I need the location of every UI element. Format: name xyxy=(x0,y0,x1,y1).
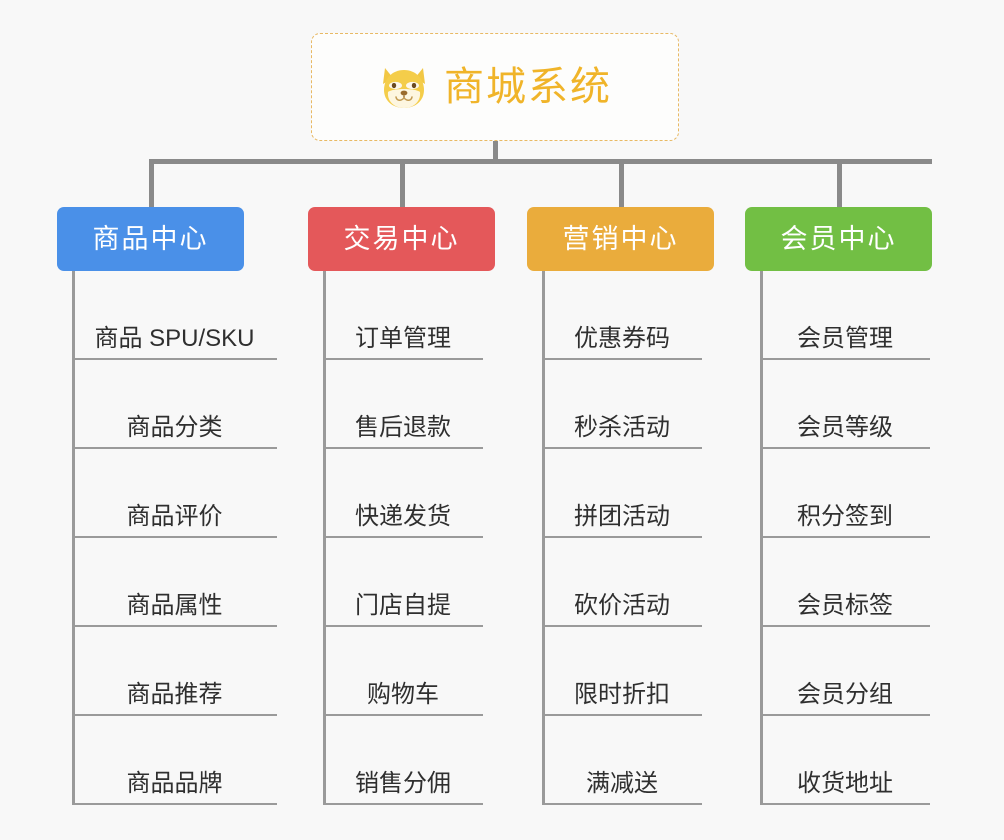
leaf-item-label: 会员分组 xyxy=(797,680,893,708)
leaf-item[interactable]: 售后退款 xyxy=(323,360,483,449)
category-label: 商品中心 xyxy=(92,223,209,254)
leaf-item[interactable]: 会员标签 xyxy=(760,538,930,627)
leaf-item[interactable]: 积分签到 xyxy=(760,449,930,538)
shiba-dog-face-icon xyxy=(383,68,425,108)
leaf-item[interactable]: 商品分类 xyxy=(72,360,277,449)
leaf-item[interactable]: 购物车 xyxy=(323,627,483,716)
leaf-item-label: 会员等级 xyxy=(797,413,893,441)
leaf-item-label: 订单管理 xyxy=(355,324,451,352)
category-label: 交易中心 xyxy=(343,223,460,254)
leaf-item[interactable]: 商品 SPU/SKU xyxy=(72,271,277,360)
category-header-1[interactable]: 交易中心 xyxy=(308,207,495,271)
leaf-item[interactable]: 商品属性 xyxy=(72,538,277,627)
category-column-1: 交易中心订单管理售后退款快递发货门店自提购物车销售分佣 xyxy=(308,207,495,805)
leaf-item[interactable]: 会员等级 xyxy=(760,360,930,449)
category-header-0[interactable]: 商品中心 xyxy=(57,207,244,271)
leaf-item[interactable]: 快递发货 xyxy=(323,449,483,538)
connector-drop-1 xyxy=(400,159,405,209)
leaf-item-label: 售后退款 xyxy=(355,413,451,441)
leaf-item-label: 会员管理 xyxy=(797,324,893,352)
category-column-3: 会员中心会员管理会员等级积分签到会员标签会员分组收货地址 xyxy=(745,207,932,805)
leaf-item-label: 门店自提 xyxy=(355,591,451,619)
leaf-list-2: 优惠券码秒杀活动拼团活动砍价活动限时折扣满减送 xyxy=(542,271,702,805)
connector-horizontal-bus xyxy=(150,159,932,164)
leaf-item[interactable]: 会员分组 xyxy=(760,627,930,716)
root-node[interactable]: 商城系统 xyxy=(311,33,679,141)
leaf-item[interactable]: 收货地址 xyxy=(760,716,930,805)
leaf-item[interactable]: 商品评价 xyxy=(72,449,277,538)
leaf-item-label: 商品品牌 xyxy=(126,769,223,797)
leaf-item[interactable]: 砍价活动 xyxy=(542,538,702,627)
category-trunk-line-3 xyxy=(760,271,763,805)
leaf-item-label: 购物车 xyxy=(367,680,439,708)
category-column-0: 商品中心商品 SPU/SKU 商品分类商品评价商品属性商品推荐商品品牌 xyxy=(57,207,277,805)
leaf-item[interactable]: 销售分佣 xyxy=(323,716,483,805)
leaf-item-label: 砍价活动 xyxy=(574,591,670,619)
connector-root-stem xyxy=(493,141,498,162)
category-trunk-line-0 xyxy=(72,271,75,805)
connector-drop-0 xyxy=(149,159,154,209)
leaf-item[interactable]: 秒杀活动 xyxy=(542,360,702,449)
leaf-list-3: 会员管理会员等级积分签到会员标签会员分组收货地址 xyxy=(760,271,930,805)
leaf-item-label: 满减送 xyxy=(586,769,658,797)
leaf-item[interactable]: 会员管理 xyxy=(760,271,930,360)
category-label: 营销中心 xyxy=(562,223,679,254)
leaf-item-label: 优惠券码 xyxy=(574,324,670,352)
connector-drop-3 xyxy=(837,159,842,209)
category-header-3[interactable]: 会员中心 xyxy=(745,207,932,271)
category-column-2: 营销中心优惠券码秒杀活动拼团活动砍价活动限时折扣满减送 xyxy=(527,207,714,805)
leaf-item-label: 拼团活动 xyxy=(574,502,670,530)
connector-drop-2 xyxy=(619,159,624,209)
leaf-item[interactable]: 商品品牌 xyxy=(72,716,277,805)
leaf-item-label: 会员标签 xyxy=(797,591,893,619)
leaf-item[interactable]: 满减送 xyxy=(542,716,702,805)
leaf-item-label: 商品 SPU/SKU xyxy=(94,324,255,352)
root-title: 商城系统 xyxy=(444,65,612,109)
category-trunk-line-2 xyxy=(542,271,545,805)
leaf-item-label: 限时折扣 xyxy=(574,680,670,708)
leaf-item-label: 商品属性 xyxy=(126,591,223,619)
leaf-item-label: 快递发货 xyxy=(355,502,451,530)
category-header-2[interactable]: 营销中心 xyxy=(527,207,714,271)
leaf-item[interactable]: 优惠券码 xyxy=(542,271,702,360)
leaf-item[interactable]: 门店自提 xyxy=(323,538,483,627)
leaf-item-label: 秒杀活动 xyxy=(574,413,670,441)
category-label: 会员中心 xyxy=(780,223,897,254)
category-trunk-line-1 xyxy=(323,271,326,805)
leaf-item-label: 商品分类 xyxy=(126,413,223,441)
leaf-item-label: 积分签到 xyxy=(797,502,893,530)
leaf-item-label: 商品评价 xyxy=(126,502,223,530)
leaf-list-1: 订单管理售后退款快递发货门店自提购物车销售分佣 xyxy=(323,271,483,805)
leaf-item[interactable]: 订单管理 xyxy=(323,271,483,360)
leaf-item[interactable]: 拼团活动 xyxy=(542,449,702,538)
leaf-item-label: 销售分佣 xyxy=(355,769,451,797)
leaf-list-0: 商品 SPU/SKU 商品分类商品评价商品属性商品推荐商品品牌 xyxy=(72,271,277,805)
leaf-item[interactable]: 商品推荐 xyxy=(72,627,277,716)
leaf-item-label: 商品推荐 xyxy=(126,680,223,708)
leaf-item-label: 收货地址 xyxy=(797,769,893,797)
leaf-item[interactable]: 限时折扣 xyxy=(542,627,702,716)
